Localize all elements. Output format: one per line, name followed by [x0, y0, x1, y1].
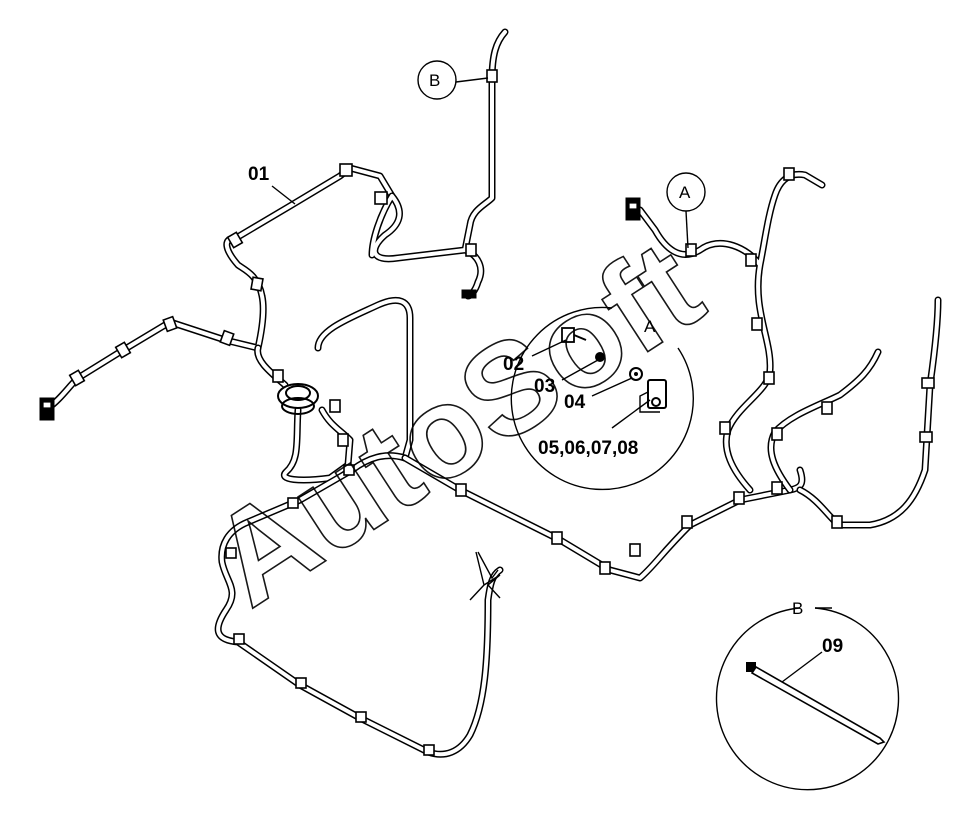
part-label-04: 04 — [564, 392, 586, 413]
grommet — [277, 383, 319, 415]
harness-end-fork — [469, 551, 501, 601]
detail-circle-b — [715, 607, 900, 791]
bracket-icon — [639, 379, 667, 413]
connector-top-right — [625, 197, 641, 221]
cable-tie-icon — [746, 662, 886, 745]
callout-letter-a: A — [679, 183, 691, 202]
harness-clips — [68, 69, 935, 756]
harness-main — [44, 28, 942, 758]
callout-marker-a — [666, 172, 706, 249]
part-label-03: 03 — [534, 376, 555, 397]
detail-letter-a: A — [644, 317, 656, 336]
part-label-01: 01 — [248, 164, 270, 185]
leader-01 — [271, 185, 296, 205]
detail-letter-b: B — [792, 599, 803, 618]
bolt-icon — [561, 327, 587, 343]
detail-circle-a — [510, 306, 694, 491]
part-label-05-08: 05,06,07,08 — [538, 438, 638, 459]
connector-left — [39, 397, 55, 421]
part-label-09: 09 — [822, 636, 843, 657]
callout-marker-b — [417, 60, 489, 100]
part-label-02: 02 — [503, 354, 524, 375]
washer-icon — [629, 367, 643, 381]
callout-letter-b: B — [429, 71, 440, 90]
